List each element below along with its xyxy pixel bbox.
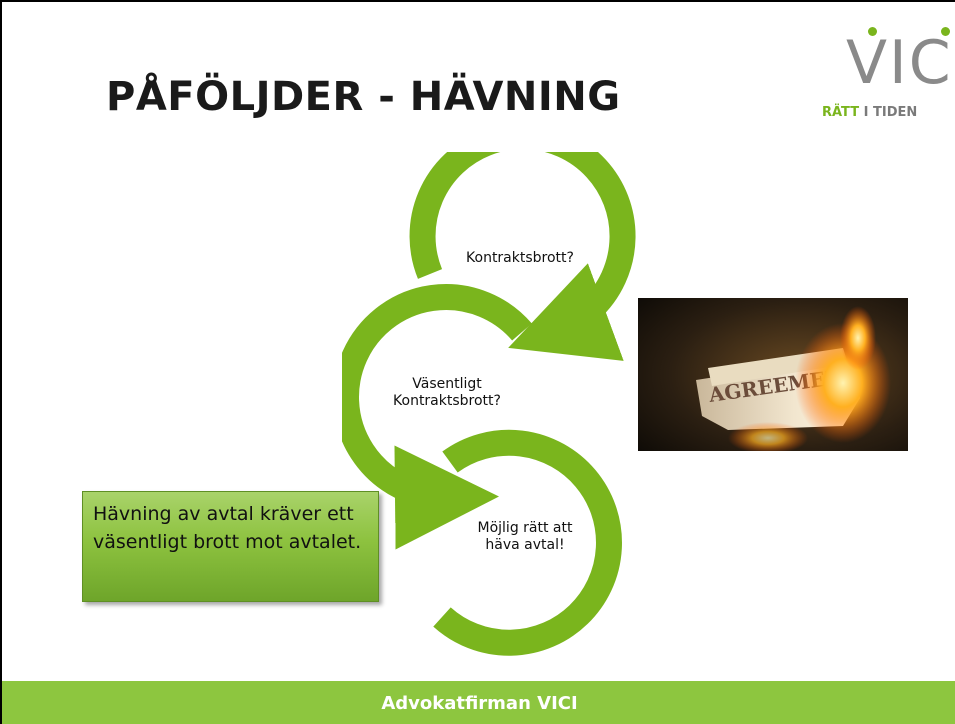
burning-agreement-image: AGREEMENT: [638, 298, 908, 451]
cycle-node-2-line-1: Väsentligt: [412, 376, 482, 392]
cycle-node-1-label: Kontraktsbrott?: [466, 250, 574, 266]
footer-bar: Advokatfirman VICI: [2, 681, 955, 724]
cycle-node-3: Möjlig rätt att häva avtal!: [450, 520, 600, 554]
cycle-arrow-bottom: [433, 429, 622, 656]
vici-logo: VICI RÄTT I TIDEN: [808, 20, 955, 130]
cycle-node-1: Kontraktsbrott?: [450, 250, 590, 267]
logo-tagline: RÄTT I TIDEN: [822, 105, 917, 120]
callout-box: Hävning av avtal kräver ett väsentligt b…: [82, 491, 379, 602]
logo-word: VICI: [846, 28, 955, 98]
cycle-node-3-line-1: Möjlig rätt att: [477, 520, 573, 536]
cycle-node-3-line-2: häva avtal!: [485, 537, 565, 553]
slide-title: PÅFÖLJDER - HÄVNING: [106, 74, 621, 120]
cycle-node-2-line-2: Kontraktsbrott?: [393, 393, 501, 409]
cycle-diagram: Kontraktsbrott? Väsentligt Kontraktsbrot…: [333, 123, 652, 662]
footer-text: Advokatfirman VICI: [381, 693, 578, 714]
callout-text: Hävning av avtal kräver ett väsentligt b…: [93, 503, 362, 553]
cycle-arrow-middle: [333, 284, 532, 550]
cycle-node-2: Väsentligt Kontraktsbrott?: [372, 376, 522, 410]
logo-dot-icon: [868, 27, 877, 36]
burning-agreement-picture: AGREEMENT: [638, 298, 908, 451]
logo-dot-icon: [941, 27, 950, 36]
logo-tagline-green: RÄTT: [822, 105, 860, 120]
logo-tagline-gray: I TIDEN: [863, 105, 918, 120]
